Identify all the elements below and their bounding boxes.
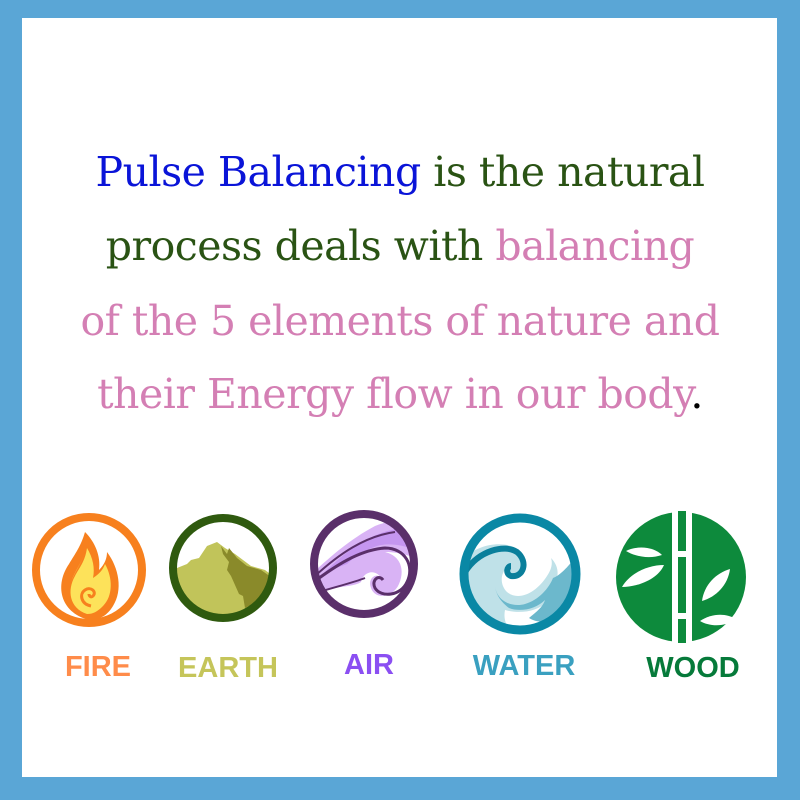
headline-line-2: process deals with balancing — [105, 222, 695, 270]
label-air: AIR — [344, 649, 394, 681]
label-wood: WOOD — [646, 652, 740, 684]
wave-icon — [459, 513, 581, 635]
fire-icon — [32, 513, 146, 627]
bamboo-icon — [616, 511, 746, 643]
content-panel — [22, 18, 777, 777]
wind-icon — [310, 510, 418, 618]
headline-line-3: of the 5 elements of nature and — [80, 297, 720, 345]
headline-line-4: their Energy flow in our body. — [97, 370, 703, 418]
mountain-icon — [169, 514, 277, 622]
label-fire: FIRE — [64, 651, 132, 683]
headline-line-1: Pulse Balancing is the natural — [95, 148, 705, 196]
label-earth: EARTH — [178, 652, 278, 684]
label-water: WATER — [472, 650, 576, 682]
title-pulse-balancing: Pulse Balancing — [95, 148, 421, 196]
